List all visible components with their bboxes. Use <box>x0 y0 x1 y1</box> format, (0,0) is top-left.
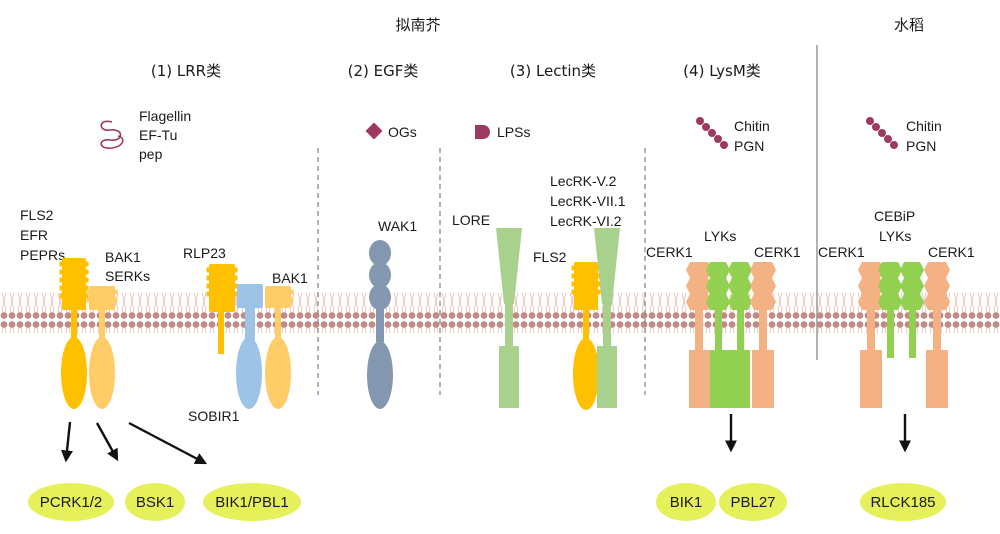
arrow-to-bik1pbl1 <box>128 421 208 465</box>
receptor-cerk1-r-left <box>858 262 884 408</box>
receptor-cebip <box>878 262 902 358</box>
ligand-ogs: OGs <box>388 124 417 140</box>
output-pcrk: PCRK1/2 <box>40 494 103 511</box>
label-sobir1: SOBIR1 <box>188 408 240 424</box>
ogs-diamond-icon <box>365 122 383 140</box>
label-fls2-b: FLS2 <box>533 249 567 265</box>
receptor-lore <box>496 228 522 408</box>
label-cerk1-ar: CERK1 <box>754 244 801 260</box>
receptor-rlp23 <box>206 264 238 354</box>
label-bak1-b: BAK1 <box>272 270 308 286</box>
category-lrr: (1) LRR类 <box>151 62 221 80</box>
output-bik1pbl1: BIK1/PBL1 <box>215 494 288 511</box>
output-rlck185-oval <box>860 483 946 521</box>
output-pbl27: PBL27 <box>730 494 775 511</box>
receptor-bak1-b <box>265 286 294 409</box>
output-bik1-oval <box>656 483 716 521</box>
receptor-lyk-a-1 <box>706 262 730 408</box>
ligand-chitin-a: Chitin <box>734 118 770 134</box>
ligand-pgn-r: PGN <box>906 138 936 154</box>
output-bik1: BIK1 <box>670 494 703 511</box>
label-rlp23: RLP23 <box>183 245 226 261</box>
label-cerk1-al: CERK1 <box>646 244 693 260</box>
ligand-pep: pep <box>139 146 163 162</box>
category-lysm: (4) LysM类 <box>683 62 761 80</box>
label-lecrk-vii1: LecRK-VII.1 <box>550 193 626 209</box>
flagellin-squiggle-icon <box>100 120 124 149</box>
label-bak1-a: BAK1 <box>105 249 141 265</box>
species-rice: 水稻 <box>894 16 924 34</box>
receptor-cerk1-a-right <box>750 262 776 408</box>
output-pbl27-oval <box>719 483 787 521</box>
receptor-fls2-b <box>571 262 601 410</box>
receptor-cerk1-r-right <box>924 262 950 408</box>
label-lyks-r: LYKs <box>879 228 911 244</box>
receptor-wak1 <box>367 240 393 409</box>
plasma-membrane <box>0 293 1000 333</box>
species-arabidopsis: 拟南芥 <box>395 16 440 34</box>
label-cebip: CEBiP <box>874 208 915 224</box>
ligand-flagellin: Flagellin <box>139 108 191 124</box>
output-bik1pbl1-oval <box>203 483 301 521</box>
label-lecrk-vi2: LecRK-VI.2 <box>550 213 622 229</box>
category-egf: (2) EGF类 <box>348 62 419 80</box>
label-serks: SERKs <box>105 268 150 284</box>
label-lecrk-v2: LecRK-V.2 <box>550 173 617 189</box>
lpss-icon <box>475 125 490 139</box>
arrow-to-pcrk <box>61 421 73 463</box>
ligand-pgn-a: PGN <box>734 138 764 154</box>
output-bsk1-oval <box>125 483 185 521</box>
receptor-fls2 <box>59 258 89 409</box>
chitin-chain-icon-r <box>866 117 898 149</box>
label-lore: LORE <box>452 212 490 228</box>
label-peprs: PEPRs <box>20 247 65 263</box>
ligand-lpss: LPSs <box>497 124 530 140</box>
arrow-to-bsk1 <box>95 422 119 462</box>
receptor-bak1-a <box>86 286 118 409</box>
output-rlck185: RLCK185 <box>870 494 935 511</box>
receptor-lyk-a-2 <box>728 262 752 408</box>
label-wak1: WAK1 <box>378 218 417 234</box>
label-cerk1-rl: CERK1 <box>818 244 865 260</box>
chitin-chain-icon-a <box>696 117 728 149</box>
label-efr: EFR <box>20 227 48 243</box>
output-pcrk-oval <box>28 483 114 521</box>
ligand-eftu: EF-Tu <box>139 127 177 143</box>
receptor-lecrk <box>594 228 620 408</box>
label-cerk1-rr: CERK1 <box>928 244 975 260</box>
category-lectin: (3) Lectin类 <box>510 62 596 80</box>
ligand-chitin-r: Chitin <box>906 118 942 134</box>
receptor-cerk1-a-left <box>686 262 712 408</box>
output-bsk1: BSK1 <box>136 494 174 511</box>
label-fls2: FLS2 <box>20 207 54 223</box>
receptor-sobir1 <box>236 284 263 409</box>
receptor-lyk-r <box>900 262 924 358</box>
label-lyks-a: LYKs <box>704 228 736 244</box>
